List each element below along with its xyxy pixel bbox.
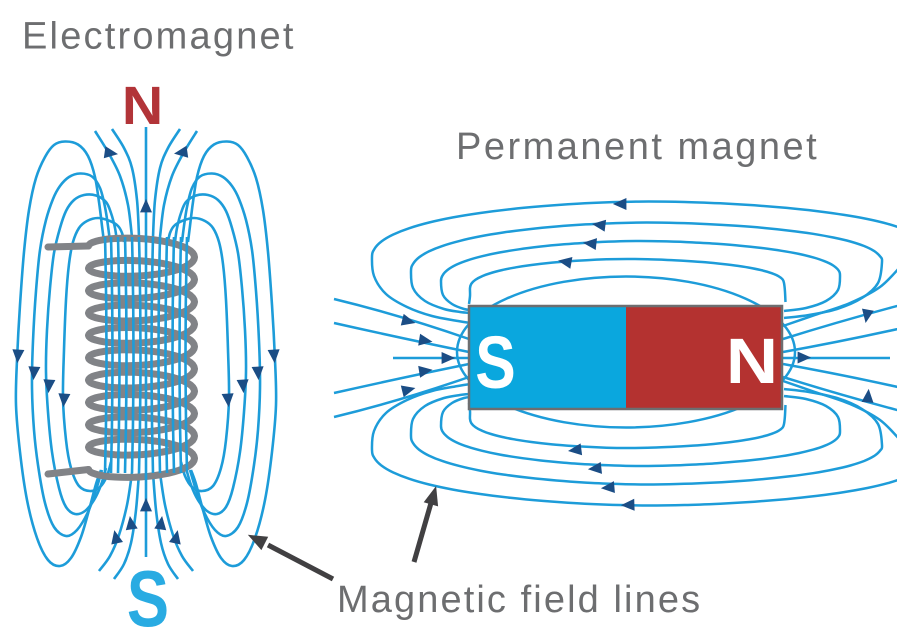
svg-text:S: S — [475, 322, 515, 404]
svg-text:Electromagnet: Electromagnet — [22, 16, 296, 58]
svg-text:N: N — [122, 75, 163, 135]
svg-text:Permanent magnet: Permanent magnet — [456, 126, 819, 168]
svg-text:N: N — [726, 326, 778, 397]
svg-text:Magnetic field lines: Magnetic field lines — [337, 579, 702, 621]
svg-text:S: S — [127, 555, 169, 640]
